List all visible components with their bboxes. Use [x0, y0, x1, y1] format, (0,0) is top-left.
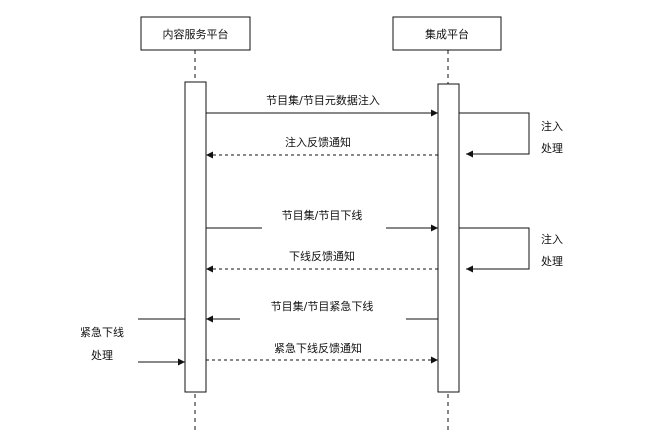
- external-action-line2: 处理: [91, 349, 113, 362]
- message-label-3: 节目集/节目下线: [282, 208, 363, 222]
- self-action-offline-line2: 处理: [541, 255, 563, 268]
- self-action-offline: [459, 227, 530, 273]
- message-label-2: 注入反馈通知: [285, 135, 351, 149]
- participant-right-label: 集成平台: [425, 27, 469, 41]
- self-action-inject-line2: 处理: [541, 142, 563, 155]
- self-action-inject-line1: 注入: [541, 119, 563, 133]
- participant-right: 集成平台: [392, 16, 502, 51]
- participant-left-label: 内容服务平台: [163, 27, 229, 41]
- activation-bar-right: [437, 83, 460, 393]
- message-label-4: 下线反馈通知: [289, 249, 355, 263]
- message-label-1: 节目集/节目元数据注入: [266, 93, 380, 107]
- activation-bar-left: [184, 81, 207, 393]
- participant-left: 内容服务平台: [140, 16, 251, 51]
- message-label-6: 紧急下线反馈通知: [274, 341, 362, 355]
- self-action-inject: [459, 112, 530, 158]
- external-action-line1: 紧急下线: [80, 325, 124, 339]
- message-label-5: 节目集/节目紧急下线: [271, 299, 374, 313]
- self-action-offline-line1: 注入: [541, 232, 563, 246]
